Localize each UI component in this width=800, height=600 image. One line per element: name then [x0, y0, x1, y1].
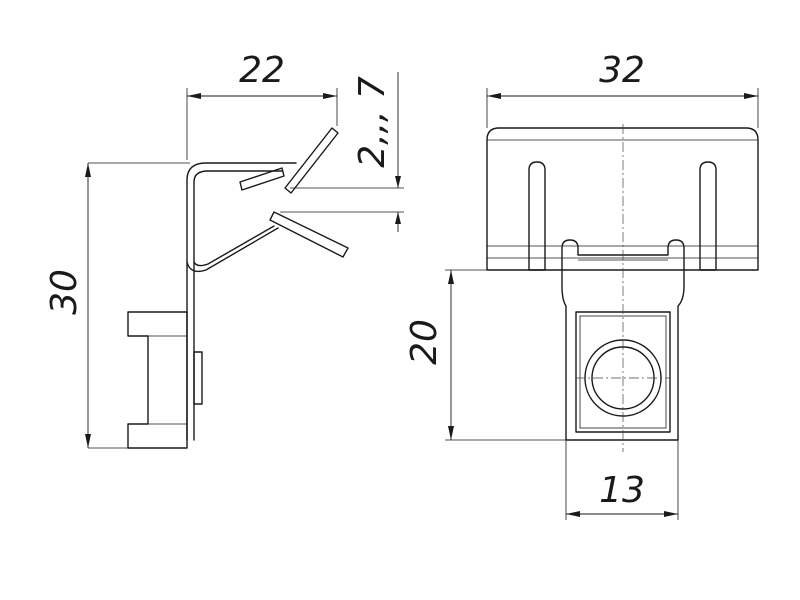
clip-lower-arm	[186, 225, 279, 273]
dim-height: 30	[44, 269, 85, 315]
upper-tab	[239, 167, 285, 191]
right-strap	[699, 161, 717, 271]
clip-body-inner	[193, 170, 283, 441]
dim-nut-width: 13	[599, 470, 645, 511]
lower-tongue	[269, 211, 349, 258]
dim-front-width: 32	[599, 50, 645, 91]
dim-side-width: 22	[239, 50, 285, 91]
base-block	[127, 311, 188, 449]
left-strap	[528, 161, 546, 271]
rivet	[193, 351, 203, 405]
side-view: 22 2,,, 7 30	[44, 50, 404, 449]
front-view: 32 20 13	[404, 50, 759, 520]
top-plate	[486, 127, 759, 271]
square-nut-chamfer	[579, 315, 667, 429]
clip-body-outer	[186, 162, 297, 441]
upper-tongue	[284, 127, 339, 194]
dim-gap: 2,,, 7	[352, 76, 393, 168]
dim-nut-height: 20	[404, 319, 445, 365]
nut-cage	[561, 239, 685, 441]
